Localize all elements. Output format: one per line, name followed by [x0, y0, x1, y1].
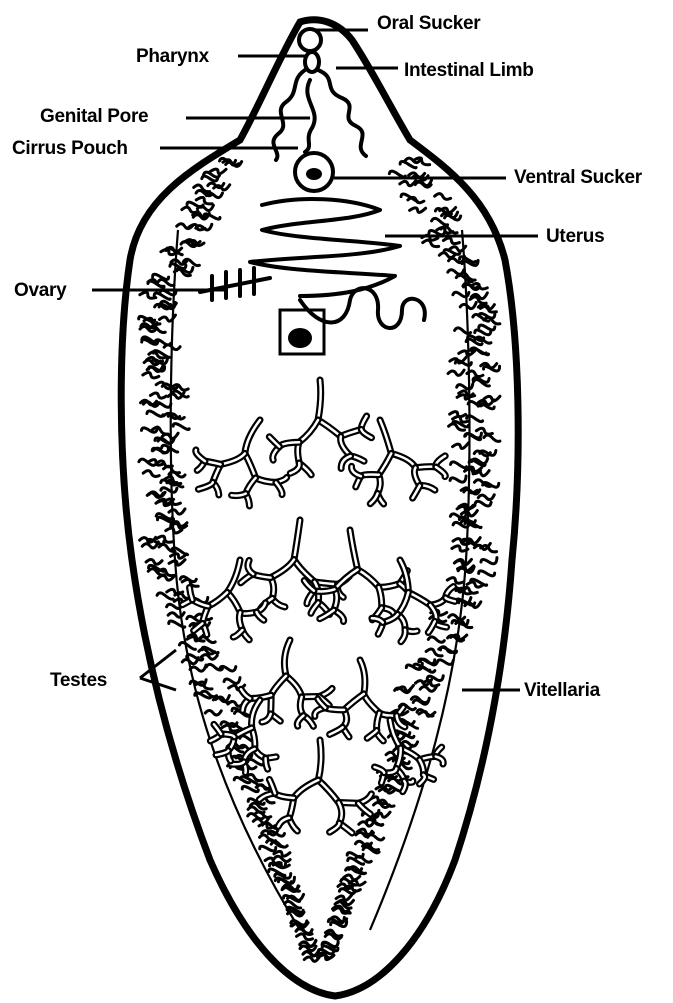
label-cirrus-pouch: Cirrus Pouch: [12, 138, 128, 159]
ventral-sucker-center: [306, 168, 322, 180]
label-genital-pore: Genital Pore: [40, 106, 148, 127]
label-uterus: Uterus: [546, 226, 604, 247]
label-pharynx: Pharynx: [136, 46, 210, 67]
label-oral-sucker: Oral Sucker: [377, 13, 481, 34]
shell-gland: [288, 328, 312, 348]
label-ovary: Ovary: [14, 280, 67, 301]
label-intestinal-limb: Intestinal Limb: [404, 60, 534, 81]
label-testes: Testes: [50, 670, 107, 691]
label-vitellaria: Vitellaria: [524, 680, 601, 701]
label-ventral-sucker: Ventral Sucker: [514, 167, 643, 188]
